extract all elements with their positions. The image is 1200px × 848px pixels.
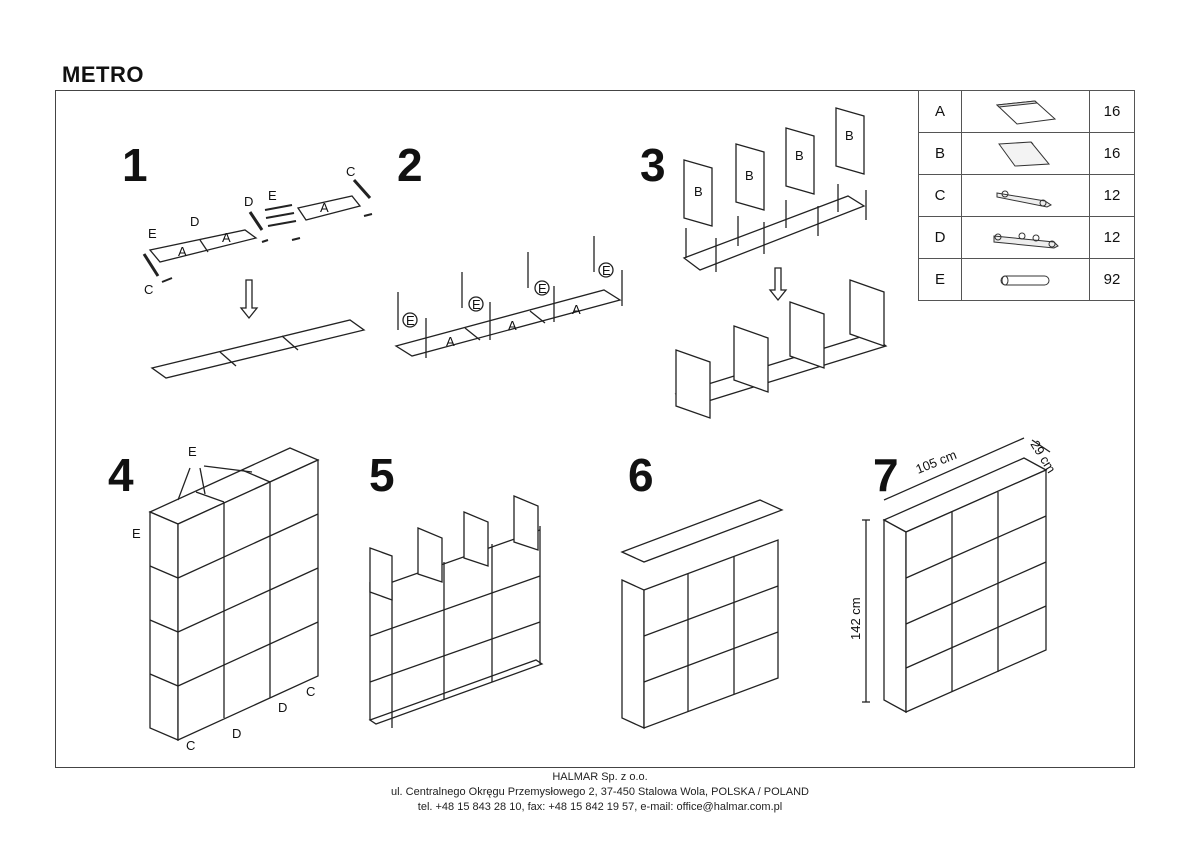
step-7-illustration — [862, 438, 1050, 712]
dimension-width: 105 cm — [914, 447, 959, 477]
label-d: D — [278, 700, 287, 715]
part-qty: 16 — [1089, 132, 1135, 175]
footer-company: HALMAR Sp. z o.o. — [552, 771, 648, 783]
label-d: D — [244, 194, 253, 209]
label-e: E — [602, 263, 611, 278]
label-a: A — [178, 244, 187, 259]
step-3-illustration — [676, 108, 886, 418]
part-qty: 12 — [1089, 174, 1135, 217]
label-b: B — [845, 128, 854, 143]
step-number-1: 1 — [122, 139, 148, 191]
part-qty: 92 — [1089, 258, 1135, 301]
label-a: A — [508, 318, 517, 333]
label-c: C — [186, 738, 195, 753]
label-a: A — [222, 230, 231, 245]
label-e: E — [472, 297, 481, 312]
part-letter: E — [918, 258, 962, 301]
step-6-illustration — [622, 500, 782, 728]
label-b: B — [745, 168, 754, 183]
part-qty: 16 — [1089, 90, 1135, 133]
connector-d-icon — [961, 216, 1090, 259]
label-a: A — [446, 334, 455, 349]
step-number-5: 5 — [369, 449, 395, 501]
label-c: C — [306, 684, 315, 699]
step-2-illustration — [396, 236, 622, 358]
instruction-frame — [55, 90, 1135, 768]
footer-contact: tel. +48 15 843 28 10, fax: +48 15 842 1… — [417, 801, 783, 813]
label-c: C — [144, 282, 153, 297]
label-d: D — [190, 214, 199, 229]
parts-row-b: B 16 — [918, 132, 1135, 175]
footer-address: ul. Centralnego Okręgu Przemysłowego 2, … — [390, 786, 809, 798]
label-c: C — [346, 164, 355, 179]
footer: HALMAR Sp. z o.o. ul. Centralnego Okręgu… — [0, 770, 1200, 815]
panel-a-icon — [961, 90, 1090, 133]
connector-c-icon — [961, 174, 1090, 217]
tube-e-icon — [961, 258, 1090, 301]
label-e: E — [132, 526, 141, 541]
parts-row-e: E 92 — [918, 258, 1135, 301]
step-number-4: 4 — [108, 449, 134, 501]
step-4-illustration — [150, 448, 318, 740]
step-number-7: 7 — [873, 449, 899, 501]
part-letter: C — [918, 174, 962, 217]
label-a: A — [320, 200, 329, 215]
step-5-illustration — [370, 496, 542, 728]
panel-b-icon — [961, 132, 1090, 175]
label-a: A — [572, 302, 581, 317]
label-e: E — [406, 313, 415, 328]
step-number-3: 3 — [640, 139, 666, 191]
label-d: D — [232, 726, 241, 741]
label-e: E — [538, 281, 547, 296]
part-qty: 12 — [1089, 216, 1135, 259]
label-e: E — [268, 188, 277, 203]
step-1-illustration — [144, 180, 372, 378]
parts-row-c: C 12 — [918, 174, 1135, 217]
step-number-6: 6 — [628, 449, 654, 501]
dimension-height: 142 cm — [848, 597, 863, 640]
document-title: METRO — [62, 62, 144, 87]
label-b: B — [795, 148, 804, 163]
parts-row-d: D 12 — [918, 216, 1135, 259]
parts-list-table: A 16 B 16 C 12 D 12 E 92 — [918, 90, 1135, 301]
label-b: B — [694, 184, 703, 199]
step-number-2: 2 — [397, 139, 423, 191]
label-e: E — [148, 226, 157, 241]
label-e: E — [188, 444, 197, 459]
